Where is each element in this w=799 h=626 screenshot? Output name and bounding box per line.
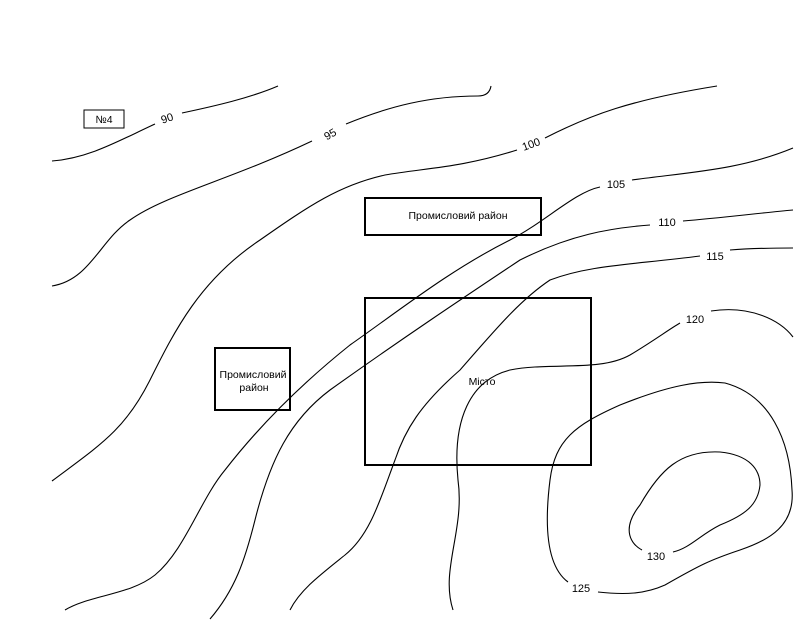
zone-label-city: Місто: [469, 376, 496, 388]
contour-labels: 90 95 100 105 110 115 120 125 130: [160, 111, 724, 595]
contour-label-120: 120: [686, 314, 704, 326]
contour-label-100: 100: [521, 136, 542, 154]
contour-label-115: 115: [706, 251, 724, 263]
contour-line-115: [289, 247, 794, 611]
zone-industrial-left: Промисловий район: [214, 347, 291, 411]
zone-city: Місто: [364, 297, 592, 466]
map-number-badge: №4: [83, 109, 125, 129]
contour-line-120: [448, 309, 794, 611]
contour-lines: [51, 85, 794, 620]
contour-line-100: [51, 85, 718, 482]
contour-line-90: [51, 85, 279, 162]
contour-line-110: [209, 209, 794, 620]
contour-label-125: 125: [572, 583, 590, 595]
zone-label-industrial-top: Промисловий район: [408, 210, 507, 222]
zone-industrial-top: Промисловий район: [364, 197, 542, 236]
zone-label-industrial-left-line2: район: [239, 382, 268, 394]
contour-label-110: 110: [658, 217, 676, 229]
contour-label-95: 95: [322, 127, 339, 144]
contour-line-95: [51, 85, 492, 287]
contour-line-130: [628, 451, 761, 553]
contour-label-130: 130: [647, 551, 665, 563]
contour-label-105: 105: [607, 179, 625, 191]
contour-label-90: 90: [160, 111, 175, 126]
contour-line-125: [546, 381, 793, 595]
map-number-text: №4: [95, 114, 112, 126]
zone-label-industrial-left-line1: Промисловий: [220, 369, 287, 381]
